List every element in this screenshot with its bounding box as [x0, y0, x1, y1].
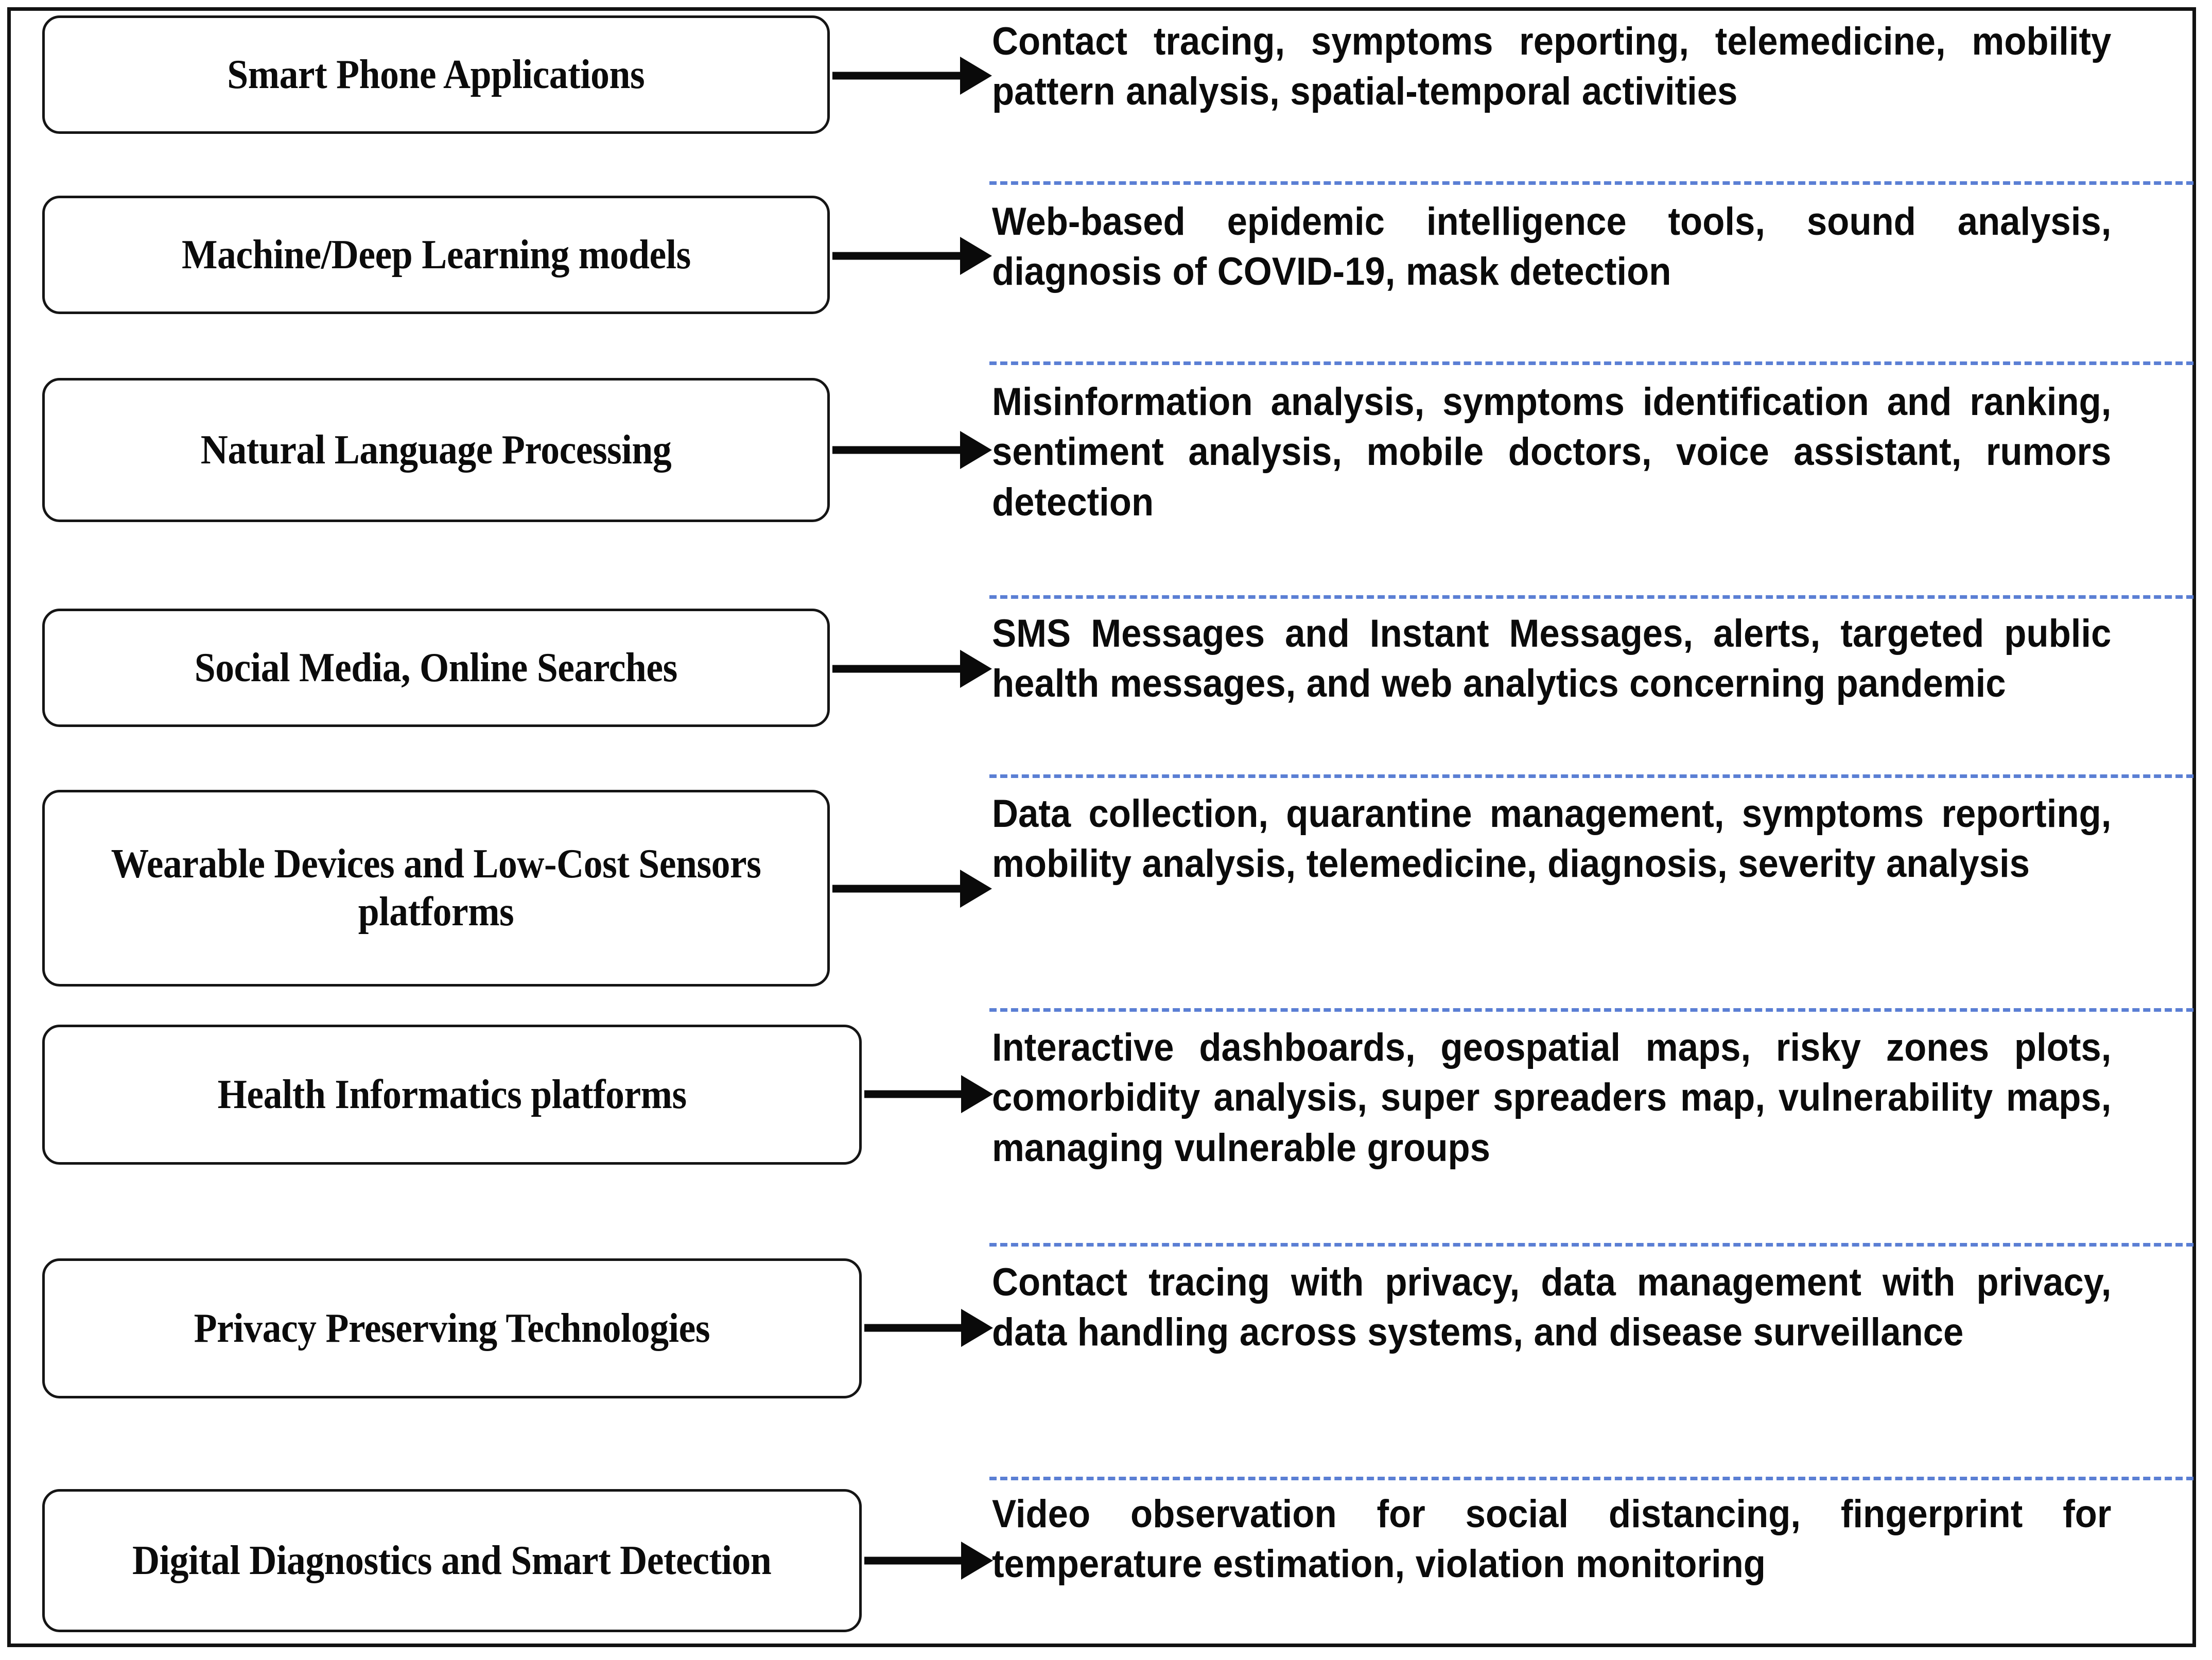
- connector-arrow: [832, 870, 992, 908]
- applications-text: Data collection, quarantine management, …: [992, 792, 2112, 886]
- diagram-row: Privacy Preserving Technologies Contact …: [11, 1253, 2201, 1477]
- applications-text: Video observation for social distancing,…: [992, 1492, 2112, 1586]
- category-label: Health Informatics platforms: [217, 1071, 687, 1117]
- category-box: Smart Phone Applications: [42, 15, 830, 134]
- category-label: Smart Phone Applications: [227, 51, 645, 97]
- category-label: Wearable Devices and Low-Cost Sensors pl…: [111, 841, 761, 935]
- diagram-row: Social Media, Online Searches SMS Messag…: [11, 604, 2201, 774]
- connector-arrow: [832, 650, 992, 688]
- connector-arrow: [832, 237, 992, 275]
- category-label: Digital Diagnostics and Smart Detection: [132, 1537, 772, 1583]
- diagram-row: Natural Language Processing Misinformati…: [11, 372, 2201, 595]
- diagram-row: Smart Phone Applications Contact tracing…: [11, 11, 2201, 181]
- row-divider: [989, 181, 2193, 185]
- row-divider: [989, 595, 2193, 599]
- connector-arrow: [832, 57, 992, 95]
- applications-text: Misinformation analysis, symptoms identi…: [992, 380, 2112, 524]
- diagram-row: Machine/Deep Learning models Web-based e…: [11, 191, 2201, 361]
- row-divider: [989, 1243, 2193, 1247]
- connector-arrow: [864, 1309, 993, 1347]
- category-box: Social Media, Online Searches: [42, 609, 830, 727]
- category-box: Privacy Preserving Technologies: [42, 1258, 862, 1398]
- diagram-row: Digital Diagnostics and Smart Detection …: [11, 1486, 2201, 1640]
- category-label: Machine/Deep Learning models: [181, 232, 691, 278]
- row-divider: [989, 1477, 2193, 1480]
- row-divider: [989, 1008, 2193, 1012]
- applications-text: Interactive dashboards, geospatial maps,…: [992, 1026, 2112, 1170]
- category-box: Health Informatics platforms: [42, 1025, 862, 1165]
- category-label: Natural Language Processing: [200, 427, 672, 473]
- category-box: Digital Diagnostics and Smart Detection: [42, 1489, 862, 1632]
- connector-arrow: [864, 1075, 993, 1113]
- category-label: Privacy Preserving Technologies: [194, 1305, 710, 1351]
- figure-rows-container: Smart Phone Applications Contact tracing…: [11, 11, 2201, 1649]
- row-divider: [989, 361, 2193, 365]
- category-box: Natural Language Processing: [42, 378, 830, 522]
- applications-text: Contact tracing with privacy, data manag…: [992, 1260, 2112, 1355]
- row-divider: [989, 774, 2193, 778]
- category-box: Machine/Deep Learning models: [42, 196, 830, 314]
- category-label: Social Media, Online Searches: [195, 645, 677, 690]
- applications-text: Contact tracing, symptoms reporting, tel…: [992, 20, 2112, 114]
- connector-arrow: [832, 431, 992, 469]
- diagram-row: Health Informatics platforms Interactive…: [11, 1018, 2201, 1243]
- applications-text: SMS Messages and Instant Messages, alert…: [992, 612, 2112, 706]
- category-box: Wearable Devices and Low-Cost Sensors pl…: [42, 790, 830, 987]
- diagram-row: Wearable Devices and Low-Cost Sensors pl…: [11, 785, 2201, 1008]
- applications-text: Web-based epidemic intelligence tools, s…: [992, 200, 2112, 294]
- connector-arrow: [864, 1542, 993, 1580]
